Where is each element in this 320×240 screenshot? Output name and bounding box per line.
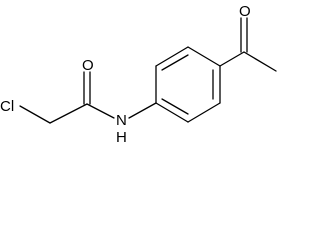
- ring-bond-6: [155, 102, 189, 123]
- chlorine-label: Cl: [0, 98, 14, 115]
- bond-carbonyl-nitrogen: [86, 103, 115, 119]
- bond-ring-acetyl: [219, 51, 245, 67]
- ring-bond-3: [187, 46, 221, 67]
- ring-bond-5: [187, 102, 221, 123]
- ketone-oxygen-label: O: [239, 3, 251, 20]
- structure-diagram: Cl O N H O: [0, 3, 277, 146]
- ring-inner-bond-1: [161, 54, 189, 71]
- bond-ch2-carbonyl: [49, 103, 88, 124]
- amide-oxygen-label: O: [82, 57, 94, 74]
- bond-nitrogen-ring: [128, 102, 157, 119]
- bond-cl-ch2: [19, 105, 51, 124]
- bond-group: [19, 17, 277, 124]
- ring-inner-bond-3: [161, 98, 189, 115]
- amide-nitrogen-label: N: [116, 112, 127, 129]
- amide-hydrogen-label: H: [116, 129, 127, 146]
- bond-acetyl-methyl: [243, 51, 277, 72]
- ring-bond-2: [155, 46, 189, 67]
